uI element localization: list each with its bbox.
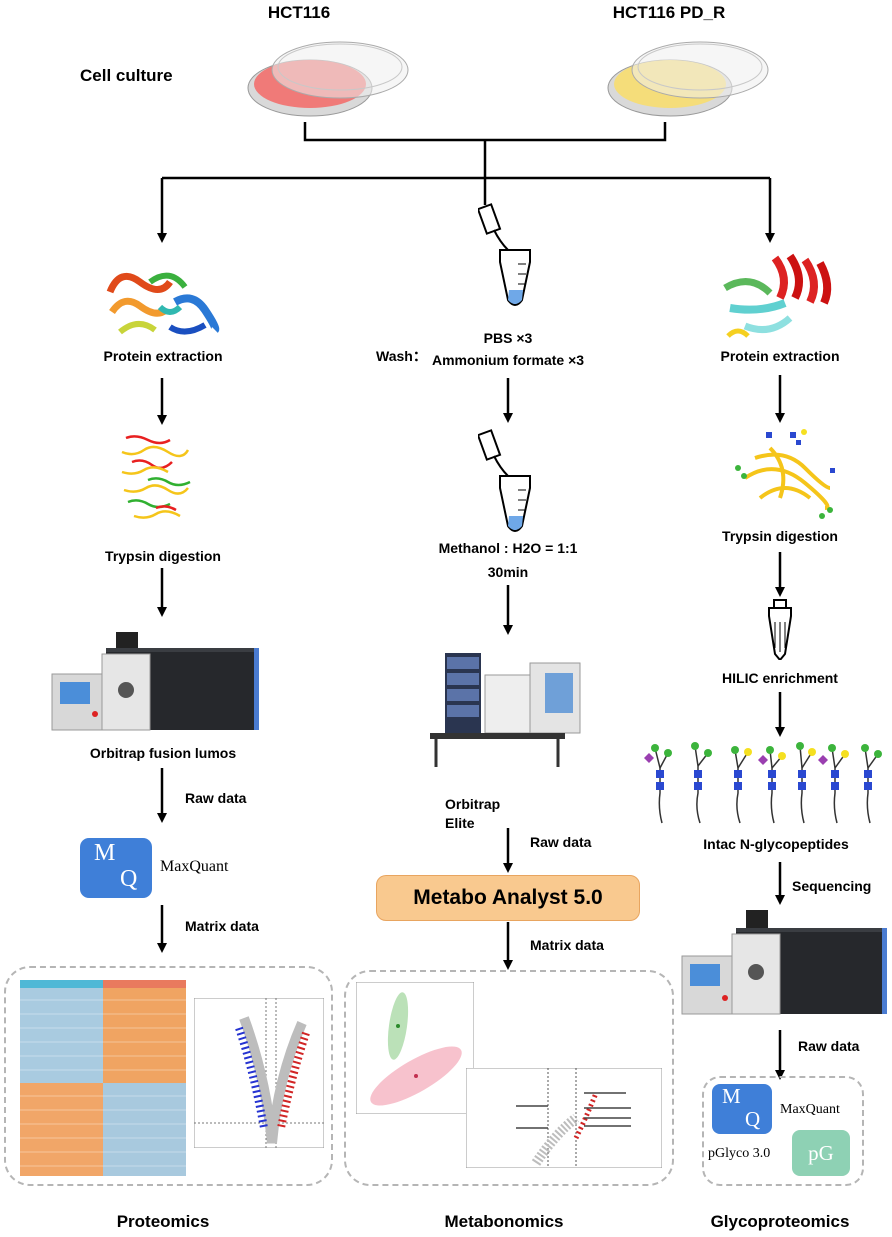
proteomics-instrument: Orbitrap fusion lumos [89, 745, 237, 761]
mass-spectrometer-icon [51, 632, 259, 731]
metabonomics-instrument-line1: Orbitrap [445, 796, 501, 812]
glyco-software-pglyco: pGlyco 3.0 [708, 1146, 771, 1161]
cell-line-right: HCT116 PD_R [612, 3, 726, 22]
hilic-tip-icon [768, 599, 792, 660]
maxquant-logo-glyco: M Q [712, 1084, 772, 1134]
mass-spectrometer-icon-glyco [681, 910, 887, 1015]
glycoprotein-structure-icon [723, 253, 832, 338]
proteomics-title: Proteomics [116, 1212, 210, 1231]
pglyco-logo: pG [792, 1130, 850, 1176]
metabonomics-edge-raw-data: Raw data [530, 834, 592, 850]
volcano-plot-thumbnail [194, 998, 324, 1148]
heatmap-thumbnail [20, 980, 186, 1176]
wash-step-pbs: PBS ×3 [483, 330, 533, 346]
metaboanalyst-box: Metabo Analyst 5.0 [376, 875, 640, 921]
proteomics-step-trypsin-digestion: Trypsin digestion [105, 548, 221, 564]
glyco-step-trypsin-digestion: Trypsin digestion [722, 528, 838, 544]
metabonomics-title: Metabonomics [444, 1212, 564, 1231]
volcano-plot-metabolites-thumbnail [466, 1068, 662, 1168]
proteomics-software: MaxQuant [160, 858, 229, 875]
extraction-solvent: Methanol : H2O = 1:1 [438, 540, 578, 556]
cell-culture-label: Cell culture [80, 66, 173, 85]
metabonomics-edge-matrix-data: Matrix data [530, 937, 604, 953]
wash-step-ammonium-formate: Ammonium formate ×3 [431, 352, 585, 368]
glycopeptide-digest-icon [735, 429, 835, 519]
metabonomics-instrument-line2: Elite [445, 815, 475, 831]
peptide-fragments-icon [121, 435, 191, 519]
proteomics-results-panel [4, 966, 333, 1186]
dish-bracket [303, 122, 667, 142]
extraction-time: 30min [487, 564, 529, 580]
n-glycopeptides-icon [644, 742, 882, 824]
cell-line-left: HCT116 [267, 3, 331, 22]
glyco-edge-sequencing: Sequencing [792, 878, 872, 894]
centrifuge-tube-icon-2 [478, 429, 531, 532]
glyco-step-hilic-enrichment: HILIC enrichment [722, 670, 838, 686]
glyco-software-panel: M Q MaxQuant pGlyco 3.0 pG [702, 1076, 864, 1186]
orbitrap-elite-icon [430, 653, 581, 767]
wash-label: Wash： [376, 348, 427, 364]
metabonomics-results-panel [344, 970, 674, 1186]
petri-dish-icon-left [247, 41, 409, 117]
protein-structure-icon [106, 272, 220, 335]
proteomics-edge-raw-data: Raw data [185, 790, 247, 806]
pca-plot-thumbnail [356, 982, 474, 1114]
proteomics-step-protein-extraction: Protein extraction [103, 348, 223, 364]
petri-dish-icon-right [607, 41, 769, 117]
proteomics-edge-matrix-data: Matrix data [185, 918, 259, 934]
centrifuge-tube-icon-1 [478, 203, 531, 306]
glyco-edge-raw-data: Raw data [798, 1038, 860, 1054]
glyco-software-maxquant: MaxQuant [780, 1102, 840, 1117]
glyco-step-protein-extraction: Protein extraction [720, 348, 840, 364]
glycoproteomics-title: Glycoproteomics [710, 1212, 850, 1231]
maxquant-logo: M Q [80, 838, 152, 898]
glyco-step-n-glycopeptides: Intac N-glycopeptides [703, 836, 849, 852]
